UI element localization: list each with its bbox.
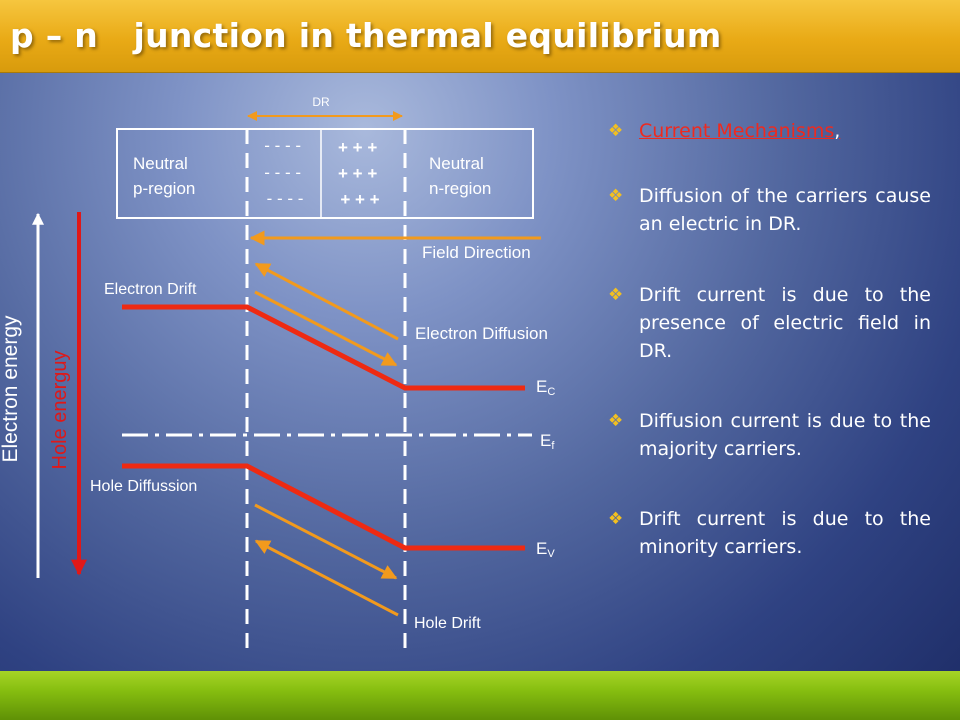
bullet-text: Drift current is due to the minority car…: [639, 508, 931, 558]
electron-diffusion-label: Electron Diffusion: [415, 324, 548, 343]
bullet-text: Current Mechanisms: [639, 120, 835, 142]
bullet-item: ❖ Diffusion of the carriers cause an ele…: [608, 182, 931, 238]
hole-drift-arrow: [254, 539, 399, 617]
ec-label: EC: [536, 377, 555, 398]
negative-charges: - - - - - - - - - - - -: [264, 136, 306, 208]
title-bar: p – n junction in thermal equilibrium: [0, 0, 960, 73]
ef-label: Ef: [540, 431, 555, 452]
junction-diagram: DR Neutral p-region Neutral n-region - -…: [0, 95, 555, 648]
bullet-trailing-comma: ,: [834, 120, 841, 142]
bottom-bar: [0, 671, 960, 720]
conduction-band: [122, 304, 525, 391]
bullet-list: ❖ Current Mechanisms, ❖ Diffusion of the…: [608, 117, 931, 561]
field-direction-label: Field Direction: [422, 243, 531, 262]
bullet-item: ❖ Diffusion current is due to the majori…: [608, 407, 931, 463]
electron-drift-arrow: [254, 262, 399, 341]
diamond-bullet-icon: ❖: [608, 411, 624, 431]
hole-drift-label: Hole Drift: [414, 615, 481, 632]
neutral-n-label: Neutral n-region: [429, 154, 491, 198]
diamond-bullet-icon: ❖: [608, 509, 624, 529]
electron-energy-label: Electron energy: [0, 315, 22, 463]
neutral-p-label: Neutral p-region: [133, 154, 195, 198]
positive-charges: + + + + + + + + +: [338, 138, 382, 209]
bullet-item: ❖ Drift current is due to the presence o…: [608, 281, 931, 365]
bullet-text: Diffusion current is due to the majority…: [639, 410, 931, 460]
diamond-bullet-icon: ❖: [608, 121, 624, 141]
bullet-item: ❖ Current Mechanisms,: [608, 117, 931, 145]
diamond-bullet-icon: ❖: [608, 285, 624, 305]
hole-diffusion-label: Hole Diffussion: [90, 478, 197, 495]
slide-title: p – n junction in thermal equilibrium: [10, 16, 722, 55]
hole-energy-label: Hole energuy: [49, 351, 71, 470]
dr-label: DR: [312, 95, 330, 109]
junction-box: [116, 128, 534, 219]
bullet-text: Drift current is due to the presence of …: [639, 284, 931, 362]
bullet-item: ❖ Drift current is due to the minority c…: [608, 505, 931, 561]
bullet-text: Diffusion of the carriers cause an elect…: [639, 185, 931, 235]
electron-diffusion-arrow: [254, 290, 398, 367]
hole-diffusion-arrow: [254, 503, 398, 580]
electron-drift-label: Electron Drift: [104, 281, 197, 298]
diamond-bullet-icon: ❖: [608, 186, 624, 206]
valence-band: [122, 463, 525, 551]
ev-label: EV: [536, 539, 555, 560]
